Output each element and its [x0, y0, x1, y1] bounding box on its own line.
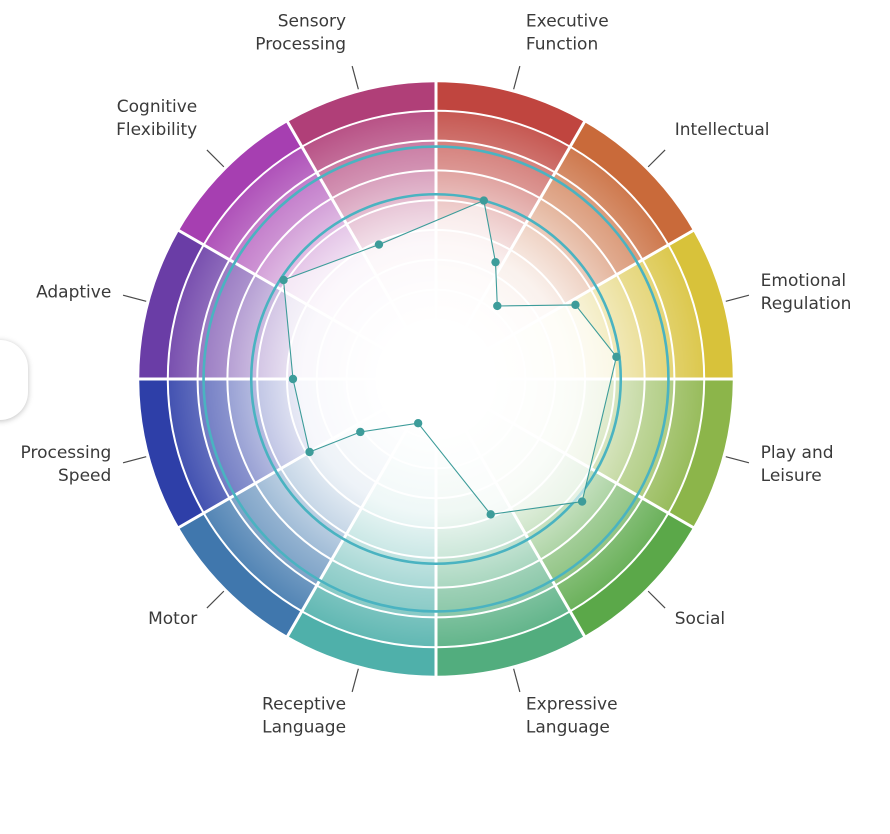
data-point-11	[288, 374, 298, 384]
label-line: Emotional	[761, 271, 846, 291]
label-social: Social	[675, 609, 725, 629]
data-point-5	[612, 352, 621, 362]
label-line: Leisure	[761, 466, 822, 486]
label-line: Flexibility	[116, 120, 197, 140]
label-line: Language	[262, 718, 346, 738]
label-motor: Motor	[148, 609, 197, 629]
highlight-rings	[202, 145, 670, 613]
label-adaptive: Adaptive	[36, 283, 111, 303]
highlight-ring-1	[249, 192, 623, 566]
data-point-13	[374, 240, 384, 249]
label-line: Language	[526, 718, 610, 738]
label-line: Motor	[148, 609, 197, 629]
label-line: Cognitive	[117, 97, 197, 117]
label-intellectual: Intellectual	[675, 120, 770, 140]
label-line: Expressive	[526, 695, 618, 715]
label-line: Social	[675, 609, 725, 629]
leader-sensory-processing	[351, 65, 359, 90]
data-point-3	[493, 301, 502, 311]
label-line: Processing	[255, 34, 346, 54]
data-point-6	[577, 497, 587, 506]
data-point-10	[305, 447, 314, 457]
data-point-12	[279, 275, 288, 285]
series-area	[279, 196, 621, 519]
leader-play-and-leisure	[725, 456, 750, 464]
leader-receptive-language	[351, 668, 359, 693]
data-point-9	[356, 427, 365, 437]
carousel-prev-button[interactable]	[0, 340, 28, 420]
leader-processing-speed	[122, 456, 147, 464]
leader-cognitive-flexibility	[206, 149, 225, 168]
label-line: Adaptive	[36, 283, 111, 303]
data-point-1	[479, 196, 489, 205]
leader-executive-function	[513, 65, 521, 90]
leader-motor	[206, 590, 225, 609]
label-line: Receptive	[262, 695, 346, 715]
label-line: Processing	[21, 443, 112, 463]
highlight-ring-2	[202, 145, 670, 613]
leader-intellectual	[647, 149, 666, 168]
label-line: Sensory	[278, 11, 346, 31]
leader-adaptive	[122, 294, 147, 302]
label-line: Play and	[761, 443, 834, 463]
leader-emotional-regulation	[725, 294, 750, 302]
label-line: Executive	[526, 11, 609, 31]
label-line: Regulation	[761, 294, 852, 314]
label-line: Intellectual	[675, 120, 770, 140]
data-point-7	[486, 510, 495, 519]
label-line: Function	[526, 34, 598, 54]
label-line: Speed	[58, 466, 111, 486]
leader-social	[647, 590, 666, 609]
data-point-8	[413, 419, 423, 428]
leader-expressive-language	[513, 668, 521, 693]
series-polygon	[282, 199, 617, 515]
data-point-4	[571, 300, 580, 310]
data-point-2	[491, 257, 500, 267]
